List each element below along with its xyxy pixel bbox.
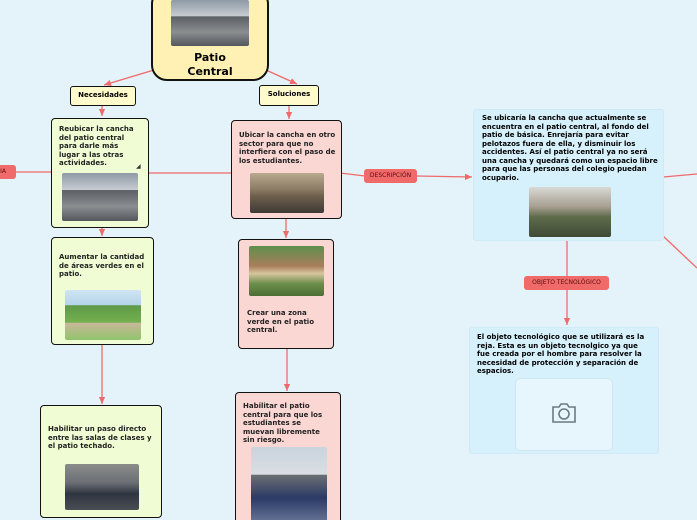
corner-arrow-icon: ◢ — [136, 163, 141, 170]
link-box-down-right — [662, 235, 697, 269]
camera-icon — [552, 403, 576, 423]
need-card-1[interactable]: Reubicar la cancha del patio central par… — [51, 118, 149, 228]
tag-description[interactable]: DESCRIPCIÓN — [364, 169, 417, 183]
need-card-3[interactable]: Habilitar un paso directo entre las sala… — [40, 405, 162, 518]
solution-card-2[interactable]: Crear una zona verde en el patio central… — [238, 239, 334, 349]
solution-card-1[interactable]: Ubicar la cancha en otro sector para que… — [231, 120, 342, 219]
solution-card-2-photo — [249, 246, 324, 296]
solution-card-1-text: Ubicar la cancha en otro sector para que… — [239, 131, 336, 165]
need-card-3-text: Habilitar un paso directo entre las sala… — [48, 425, 152, 450]
solution-card-2-text: Crear una zona verde en el patio central… — [247, 309, 314, 334]
tech-object-text: El objeto tecnológico que se utilizará e… — [477, 333, 645, 375]
solution-card-1-photo — [250, 173, 324, 213]
description-text: Se ubicaría la cancha que actualmente se… — [482, 114, 658, 182]
need-card-3-photo — [65, 464, 139, 510]
link-box-right — [662, 173, 697, 178]
solution-card-3-text: Habilitar el patio central para que los … — [243, 402, 323, 444]
tag-tech-object[interactable]: OBJETO TECNOLÓGICO — [524, 276, 609, 290]
description-box[interactable]: Se ubicaría la cancha que actualmente se… — [473, 109, 664, 241]
need-card-1-text: Reubicar la cancha del patio central par… — [59, 125, 134, 167]
need-card-2[interactable]: Aumentar la cantidad de áreas verdes en … — [51, 237, 154, 345]
link-root-needs — [103, 69, 155, 86]
link-description-box — [416, 173, 473, 180]
description-photo — [529, 187, 611, 237]
need-card-2-text: Aumentar la cantidad de áreas verdes en … — [59, 253, 145, 278]
branch-needs[interactable]: Necesidades — [70, 86, 136, 106]
solution-card-3-photo — [251, 447, 327, 520]
root-node-patio-central[interactable]: Patio Central — [151, 0, 269, 81]
branch-solutions[interactable]: Soluciones — [259, 85, 319, 106]
need-card-1-photo — [62, 173, 138, 221]
need-card-2-photo — [65, 290, 141, 340]
root-title-line2: Central — [187, 65, 233, 78]
tag-left-cut[interactable]: CIA — [0, 165, 16, 179]
link-root-solutions — [265, 69, 298, 85]
root-photo — [171, 0, 249, 46]
image-placeholder[interactable] — [515, 378, 613, 451]
link-sol1-description — [339, 172, 366, 177]
solution-card-3[interactable]: Habilitar el patio central para que los … — [235, 392, 341, 520]
root-title-line1: Patio — [194, 51, 226, 64]
